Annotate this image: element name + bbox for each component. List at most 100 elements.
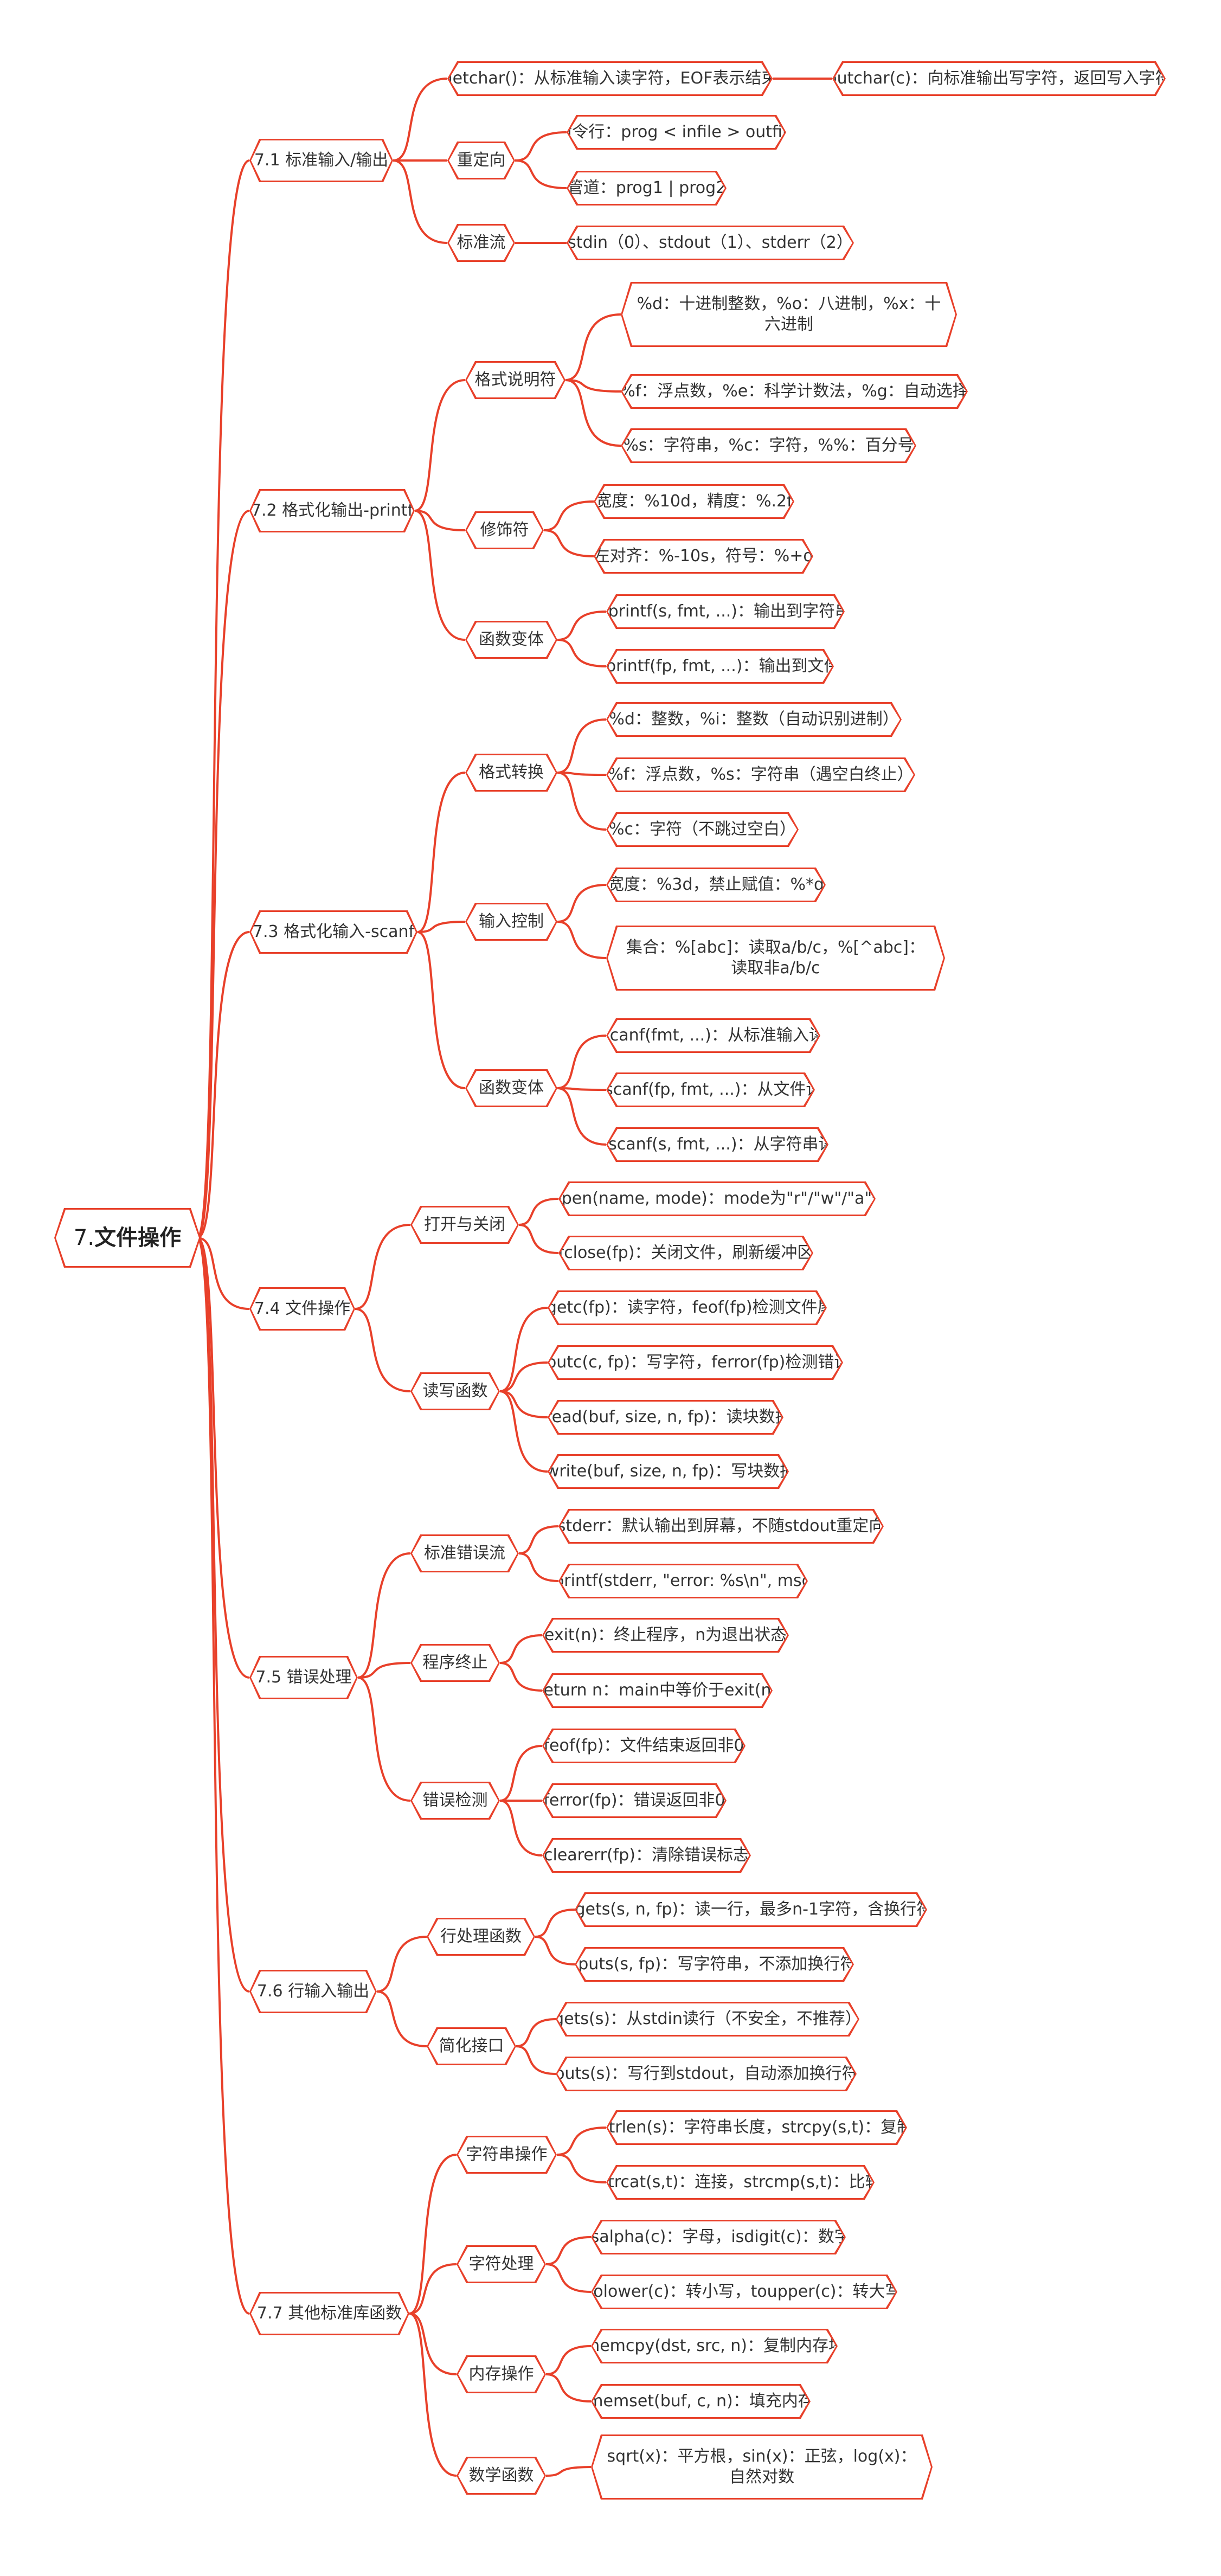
leaf-3-3-1[interactable]: scanf(fmt, ...)：从标准输入读 xyxy=(606,1018,820,1053)
leaf-3-3-2-body: fscanf(fp, fmt, ...)：从文件读 xyxy=(608,1074,813,1106)
leaf-5-3-2[interactable]: ferror(fp)：错误返回非0 xyxy=(542,1783,727,1818)
leaf-1-2-1[interactable]: 命令行：prog < infile > outfile xyxy=(567,115,786,150)
leaf-6-2-2[interactable]: puts(s)：写行到stdout，自动添加换行符 xyxy=(556,2057,857,2091)
topic-2-3[interactable]: 函数变体 xyxy=(465,621,557,659)
topic-3-1[interactable]: 格式转换 xyxy=(465,754,557,792)
leaf-5-3-1[interactable]: feof(fp)：文件结束返回非0 xyxy=(542,1729,746,1763)
topic-4-2[interactable]: 读写函数 xyxy=(410,1372,500,1410)
connector-topic-6-1-leaf-1 xyxy=(535,1909,575,1938)
leaf-7-2-2[interactable]: tolower(c)：转小写，toupper(c)：转大写 xyxy=(591,2275,897,2309)
section-4[interactable]: 7.4 文件操作 xyxy=(249,1287,355,1331)
leaf-5-3-3[interactable]: clearerr(fp)：清除错误标志 xyxy=(542,1838,751,1873)
connector-section-5-topic-2 xyxy=(357,1662,411,1679)
topic-6-2[interactable]: 简化接口 xyxy=(427,2027,516,2065)
leaf-3-1-2[interactable]: %f：浮点数，%s：字符串（遇空白终止） xyxy=(606,757,915,792)
section-3[interactable]: 7.3 格式化输入-scanf xyxy=(249,910,417,954)
topic-5-3[interactable]: 错误检测 xyxy=(410,1782,500,1820)
topic-1-1[interactable]: getchar()：从标准输入读字符，EOF表示结束 xyxy=(447,61,773,96)
leaf-1-3-1[interactable]: stdin（0）、stdout（1）、stderr（2） xyxy=(567,226,854,260)
leaf-3-3-3[interactable]: sscanf(s, fmt, ...)：从字符串读 xyxy=(606,1127,828,1162)
topic-7-3[interactable]: 内存操作 xyxy=(457,2355,546,2393)
leaf-3-1-1[interactable]: %d：整数，%i：整数（自动识别进制） xyxy=(606,702,902,737)
leaf-4-2-2[interactable]: fputc(c, fp)：写字符，ferror(fp)检测错误 xyxy=(548,1345,843,1380)
topic-putchar[interactable]: putchar(c)：向标准输出写字符，返回写入字符 xyxy=(832,61,1166,96)
topic-1-2[interactable]: 重定向 xyxy=(447,142,515,179)
topic-1-3[interactable]: 标准流 xyxy=(447,224,515,262)
leaf-5-2-2[interactable]: return n：main中等价于exit(n) xyxy=(542,1673,773,1708)
leaf-5-2-1[interactable]: exit(n)：终止程序，n为退出状态 xyxy=(542,1618,789,1653)
topic-7-1[interactable]: 字符串操作 xyxy=(457,2136,557,2174)
connector-topic-5-1-leaf-1 xyxy=(518,1525,559,1554)
leaf-7-3-1-body: memcpy(dst, src, n)：复制内存块 xyxy=(593,2330,836,2362)
leaf-7-3-1[interactable]: memcpy(dst, src, n)：复制内存块 xyxy=(591,2329,838,2363)
topic-4-1[interactable]: 打开与关闭 xyxy=(410,1206,519,1244)
leaf-3-2-2[interactable]: 集合：%[abc]：读取a/b/c，%[^abc]：读取非a/b/c xyxy=(606,926,945,991)
leaf-3-3-2[interactable]: fscanf(fp, fmt, ...)：从文件读 xyxy=(606,1072,815,1107)
topic-7-2[interactable]: 字符处理 xyxy=(457,2245,546,2283)
leaf-3-1-3[interactable]: %c：字符（不跳过空白） xyxy=(606,812,799,847)
connector-topic-4-1-leaf-1 xyxy=(518,1198,559,1226)
leaf-7-1-1[interactable]: strlen(s)：字符串长度，strcpy(s,t)：复制 xyxy=(606,2110,907,2145)
leaf-4-2-1[interactable]: fgetc(fp)：读字符，feof(fp)检测文件尾 xyxy=(548,1290,827,1325)
connector-topic-4-2-leaf-1 xyxy=(499,1307,548,1392)
leaf-7-1-1-body: strlen(s)：字符串长度，strcpy(s,t)：复制 xyxy=(608,2112,905,2143)
topic-3-2[interactable]: 输入控制 xyxy=(465,903,557,941)
topic-3-3[interactable]: 函数变体 xyxy=(465,1069,557,1107)
leaf-2-3-1[interactable]: sprintf(s, fmt, ...)：输出到字符串 xyxy=(606,594,845,629)
leaf-7-4-1[interactable]: sqrt(x)：平方根，sin(x)：正弦，log(x)：自然对数 xyxy=(591,2434,933,2500)
topic-7-4[interactable]: 数学函数 xyxy=(457,2457,546,2495)
topic-3-2-body: 输入控制 xyxy=(467,904,556,939)
connector-section-3-topic-3 xyxy=(417,931,466,1089)
connector-topic-2-1-leaf-3 xyxy=(565,379,621,447)
topic-5-2-label: 程序终止 xyxy=(422,1653,488,1672)
leaf-7-2-1-label: isalpha(c)：字母，isdigit(c)：数字 xyxy=(586,2227,851,2246)
topic-putchar-label: putchar(c)：向标准输出写字符，返回写入字符 xyxy=(826,69,1172,88)
connector-topic-7-2-leaf-1 xyxy=(545,2236,592,2265)
leaf-2-2-1[interactable]: 宽度：%10d，精度：%.2f xyxy=(594,484,794,519)
leaf-4-1-2[interactable]: fclose(fp)：关闭文件，刷新缓冲区 xyxy=(558,1236,813,1270)
topic-7-3-label: 内存操作 xyxy=(468,2365,534,2384)
topic-2-2-label: 修饰符 xyxy=(480,521,529,539)
leaf-2-1-2[interactable]: %f：浮点数，%e：科学计数法，%g：自动选择 xyxy=(621,374,968,409)
root-node[interactable]: 7.文件操作 xyxy=(54,1208,201,1268)
leaf-6-1-1[interactable]: fgets(s, n, fp)：读一行，最多n-1字符，含换行符 xyxy=(575,1892,927,1927)
leaf-3-2-1-label: 宽度：%3d，禁止赋值：%*d xyxy=(607,875,825,894)
leaf-2-3-1-body: sprintf(s, fmt, ...)：输出到字符串 xyxy=(608,596,843,627)
leaf-2-1-3[interactable]: %s：字符串，%c：字符，%%：百分号 xyxy=(621,428,916,463)
leaf-5-1-1-body: stderr：默认输出到屏幕，不随stdout重定向 xyxy=(560,1511,882,1542)
section-5[interactable]: 7.5 错误处理 xyxy=(249,1656,358,1699)
topic-5-2[interactable]: 程序终止 xyxy=(410,1644,500,1682)
leaf-5-1-1[interactable]: stderr：默认输出到屏幕，不随stdout重定向 xyxy=(558,1509,884,1544)
topic-2-2[interactable]: 修饰符 xyxy=(465,511,544,549)
leaf-4-1-1[interactable]: fopen(name, mode)：mode为"r"/"w"/"a"等 xyxy=(558,1181,876,1216)
leaf-2-3-2[interactable]: fprintf(fp, fmt, ...)：输出到文件 xyxy=(606,649,834,684)
connector-topic-1-2-leaf-2 xyxy=(515,159,567,189)
leaf-2-2-2[interactable]: 左对齐：%-10s，符号：%+d xyxy=(594,539,813,574)
section-1[interactable]: 7.1 标准输入/输出 xyxy=(249,139,393,182)
leaf-7-1-2[interactable]: strcat(s,t)：连接，strcmp(s,t)：比较 xyxy=(606,2165,875,2200)
leaf-6-2-1[interactable]: gets(s)：从stdin读行（不安全，不推荐） xyxy=(556,2002,859,2037)
section-4-label: 7.4 文件操作 xyxy=(254,1299,351,1318)
leaf-3-2-1[interactable]: 宽度：%3d，禁止赋值：%*d xyxy=(606,868,826,902)
leaf-3-1-3-body: %c：字符（不跳过空白） xyxy=(608,814,797,845)
leaf-7-2-1[interactable]: isalpha(c)：字母，isdigit(c)：数字 xyxy=(591,2220,846,2254)
leaf-4-2-3[interactable]: fread(buf, size, n, fp)：读块数据 xyxy=(548,1400,783,1435)
section-7[interactable]: 7.7 其他标准库函数 xyxy=(249,2292,409,2335)
leaf-6-2-2-body: puts(s)：写行到stdout，自动添加换行符 xyxy=(557,2058,855,2090)
leaf-2-3-2-body: fprintf(fp, fmt, ...)：输出到文件 xyxy=(608,651,832,682)
connector-topic-3-1-leaf-3 xyxy=(557,772,607,831)
topic-5-1[interactable]: 标准错误流 xyxy=(410,1534,519,1572)
section-6[interactable]: 7.6 行输入输出 xyxy=(249,1970,377,2013)
leaf-5-1-2[interactable]: fprintf(stderr, "error: %s\n", msg) xyxy=(558,1564,808,1598)
topic-2-1[interactable]: 格式说明符 xyxy=(465,361,565,399)
leaf-2-1-1[interactable]: %d：十进制整数，%o：八进制，%x：十六进制 xyxy=(621,282,957,347)
leaf-1-2-2[interactable]: 管道：prog1 | prog2 xyxy=(567,171,727,205)
root-label: 文件操作 xyxy=(94,1225,182,1250)
leaf-6-1-2[interactable]: fputs(s, fp)：写字符串，不添加换行符 xyxy=(575,1947,854,1982)
leaf-4-1-1-body: fopen(name, mode)：mode为"r"/"w"/"a"等 xyxy=(560,1183,874,1215)
leaf-7-3-2[interactable]: memset(buf, c, n)：填充内存 xyxy=(591,2384,811,2419)
leaf-4-2-4[interactable]: fwrite(buf, size, n, fp)：写块数据 xyxy=(548,1454,789,1489)
section-2[interactable]: 7.2 格式化输出-printf xyxy=(249,489,415,532)
topic-6-1[interactable]: 行处理函数 xyxy=(427,1918,535,1956)
leaf-3-1-1-body: %d：整数，%i：整数（自动识别进制） xyxy=(608,704,900,735)
